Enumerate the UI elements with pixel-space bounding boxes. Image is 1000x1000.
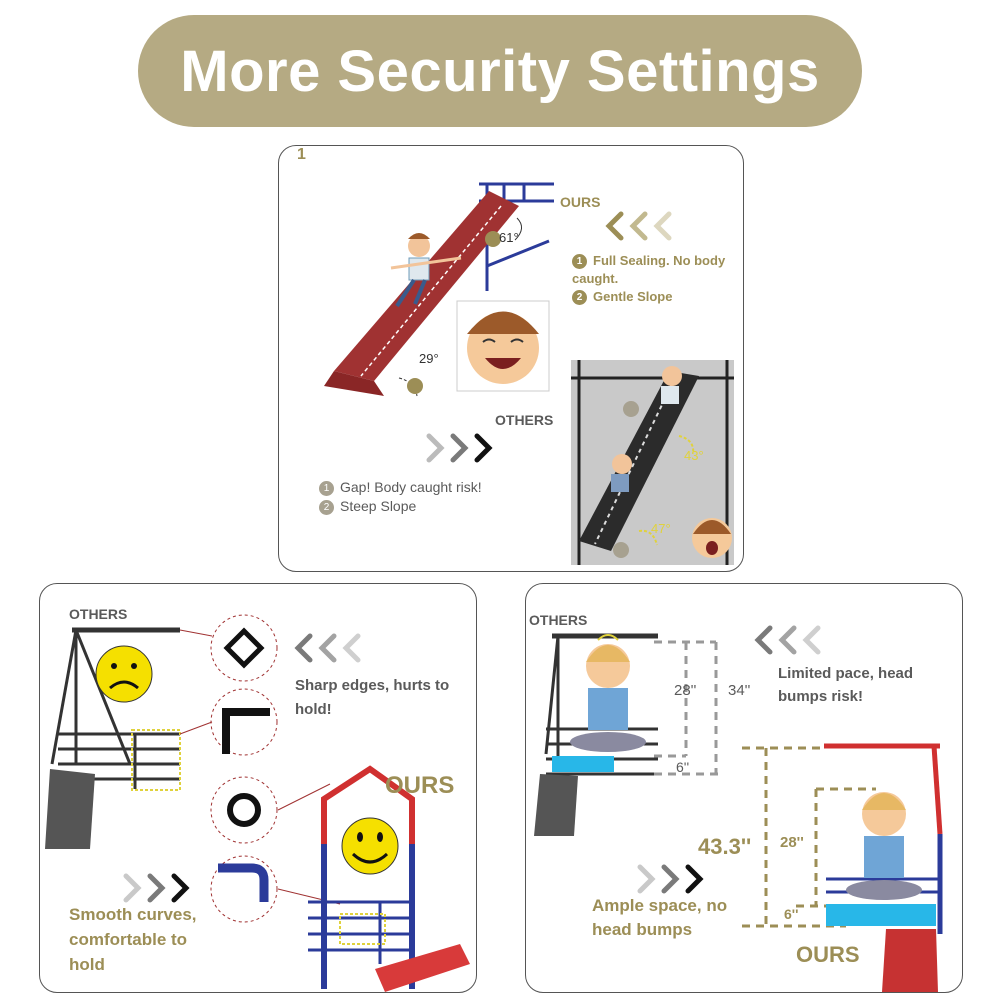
dimension-6-others: 6'' [676, 759, 690, 775]
others-description: Limited pace, head bumps risk! [778, 665, 914, 705]
dimension-28-others: 28'' [674, 682, 697, 699]
angle-section-circle [210, 688, 278, 756]
handrail-illustration [45, 614, 470, 992]
title-banner: More Security Settings [138, 15, 862, 127]
angle-others-bottom: 47° [651, 521, 671, 536]
ours-dimensions [742, 746, 876, 928]
others-description: Sharp edges, hurts to hold! [295, 677, 450, 718]
ours-arrows [637, 864, 704, 894]
smiley-face-icon [341, 817, 399, 875]
ours-description: Ample space, no head bumps [592, 896, 728, 939]
angle-ours-top: 61° [499, 230, 519, 245]
ours-slide [375, 944, 470, 992]
diamond-section-circle [210, 614, 278, 682]
others-slide [45, 769, 95, 849]
ours-slide [334, 191, 519, 381]
dimension-6-ours: 6'' [784, 906, 799, 922]
headroom-illustration [534, 625, 943, 992]
ours-label: OURS [560, 194, 601, 210]
others-slide [534, 774, 578, 836]
ours-label: OURS [796, 942, 860, 967]
curve-section-circle [210, 855, 278, 923]
others-arrows [426, 433, 493, 463]
dimension-34-others: 34'' [728, 682, 751, 699]
others-slide [579, 371, 699, 551]
sad-face-icon [95, 645, 153, 703]
others-dimensions [654, 640, 724, 776]
dimension-43-ours: 43.3'' [698, 834, 752, 859]
others-label: OTHERS [495, 412, 554, 428]
others-label: OTHERS [69, 606, 128, 622]
ours-label: OURS [385, 772, 455, 799]
child-figure [408, 235, 430, 257]
angle-others-top: 43° [684, 448, 704, 463]
ours-arrows [605, 211, 672, 241]
ours-slide [882, 929, 938, 992]
slide-illustration [324, 182, 734, 565]
others-label: OTHERS [529, 612, 588, 628]
angle-ours-bottom: 29° [419, 351, 439, 366]
page-title: More Security Settings [180, 38, 820, 104]
ours-frame [321, 765, 415, 989]
ours-arrows [123, 873, 190, 903]
ours-description: Smooth curves, comfortable to hold [69, 905, 197, 974]
dimension-28-ours: 28'' [780, 834, 804, 851]
ours-rails [308, 900, 412, 964]
handrail-comparison-panel: OTHERS Sharp edges, hurts to hold! OURS … [39, 583, 477, 993]
headroom-comparison-panel: OTHERS Limited pace, head bumps risk! 28… [525, 583, 963, 993]
round-section-circle [210, 776, 278, 844]
others-arrows [294, 633, 361, 663]
others-arrows [754, 625, 821, 655]
others-frame [50, 627, 180, 789]
marker-one: 1 [297, 146, 306, 163]
